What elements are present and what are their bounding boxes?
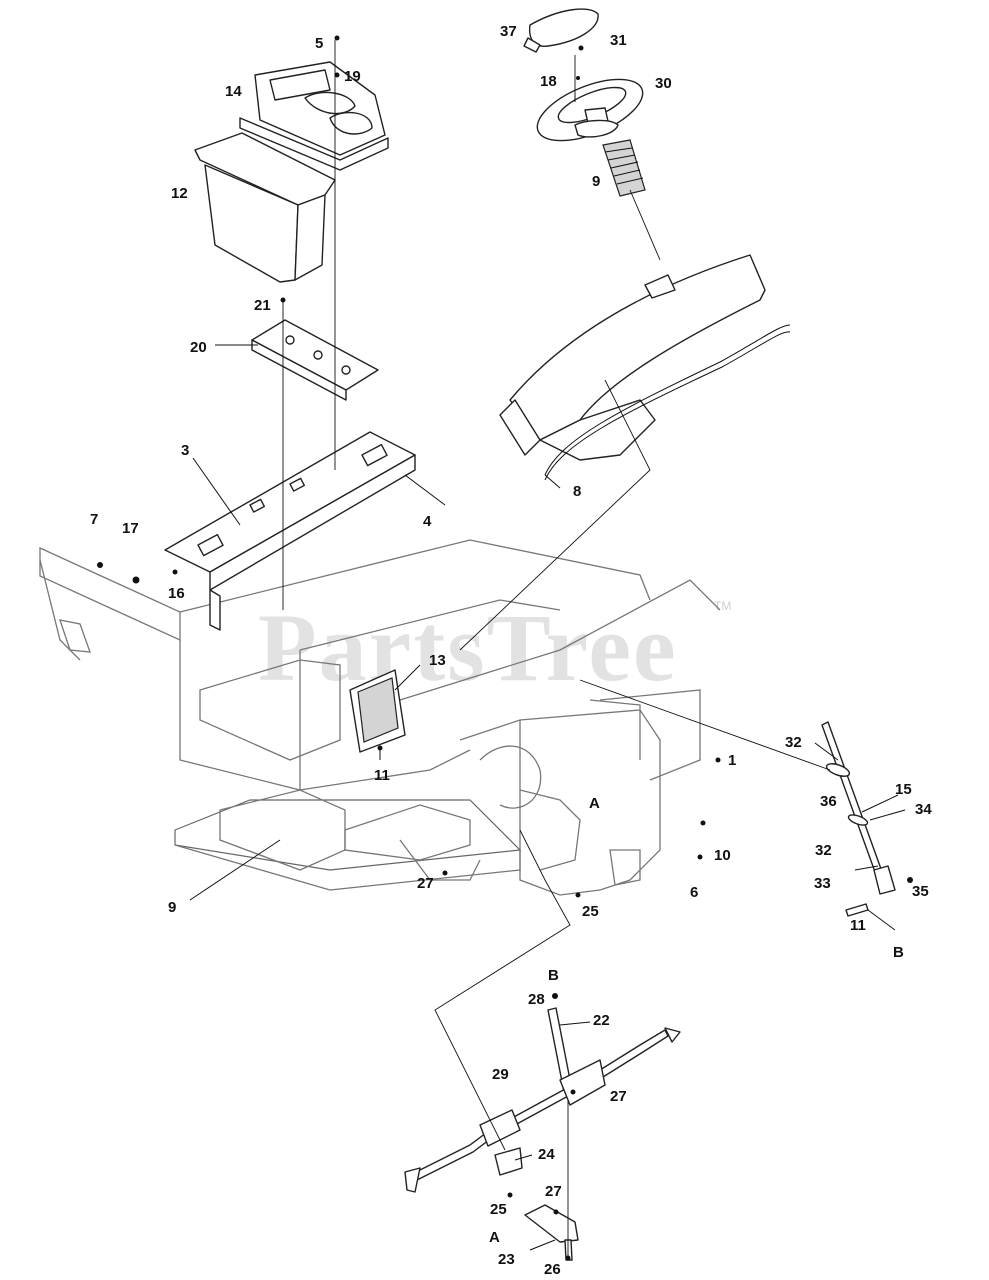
callout-27-bracket: 27 <box>545 1183 562 1200</box>
callout-32-mid: 32 <box>815 842 832 859</box>
callout-26: 26 <box>544 1261 561 1278</box>
callout-12: 12 <box>171 185 188 202</box>
callout-33: 33 <box>814 875 831 892</box>
callout-5: 5 <box>315 35 323 52</box>
ref-a-rack: A <box>489 1229 500 1246</box>
steering-boot <box>602 139 646 197</box>
callout-8: 8 <box>573 483 581 500</box>
callout-15: 15 <box>895 781 912 798</box>
callout-27-frame: 27 <box>417 875 434 892</box>
access-cover-plate <box>349 669 406 753</box>
callout-25-frame: 25 <box>582 903 599 920</box>
callout-14: 14 <box>225 83 242 100</box>
callout-7: 7 <box>90 511 98 528</box>
callout-6: 6 <box>690 884 698 901</box>
callout-18: 18 <box>540 73 557 90</box>
callout-35: 35 <box>912 883 929 900</box>
assembly-lines <box>282 40 896 1260</box>
callout-24: 24 <box>538 1146 555 1163</box>
watermark: PartsTree TM <box>258 594 731 701</box>
callout-labels: 5 19 14 12 21 20 3 4 7 17 16 37 31 18 30… <box>90 23 932 1278</box>
cup-holder-tray <box>239 61 389 171</box>
callout-30: 30 <box>655 75 672 92</box>
callout-23: 23 <box>498 1251 515 1268</box>
callout-37: 37 <box>500 23 517 40</box>
callout-9-boot: 9 <box>592 173 600 190</box>
ref-b-shaft: B <box>893 944 904 961</box>
callout-25-rack: 25 <box>490 1201 507 1218</box>
callout-19: 19 <box>344 68 361 85</box>
callout-31: 31 <box>610 32 627 49</box>
callout-27-rack: 27 <box>610 1088 627 1105</box>
steering-rack-assembly <box>404 1007 681 1261</box>
callout-4: 4 <box>423 513 432 530</box>
console-panel <box>164 431 416 631</box>
callout-22: 22 <box>593 1012 610 1029</box>
callout-28: 28 <box>528 991 545 1008</box>
callout-17: 17 <box>122 520 139 537</box>
leader-lines <box>189 93 906 1251</box>
dash-shroud <box>499 254 791 481</box>
watermark-brand: PartsTree <box>258 594 678 701</box>
steering-shaft-assembly <box>821 721 896 917</box>
steering-cap <box>523 8 599 53</box>
callout-9-floor: 9 <box>168 899 176 916</box>
ref-a-frame: A <box>589 795 600 812</box>
callout-11-shaft: 11 <box>850 917 866 934</box>
callout-21: 21 <box>254 297 271 314</box>
callout-16: 16 <box>168 585 185 602</box>
callout-32-top: 32 <box>785 734 802 751</box>
callout-1: 1 <box>728 752 736 769</box>
callout-3: 3 <box>181 442 189 459</box>
mounting-plate <box>251 319 379 401</box>
callout-34: 34 <box>915 801 932 818</box>
ref-b-rack: B <box>548 967 559 984</box>
callout-36: 36 <box>820 793 837 810</box>
callout-29: 29 <box>492 1066 509 1083</box>
steering-wheel <box>536 78 644 142</box>
watermark-trademark: TM <box>714 599 731 613</box>
callout-13: 13 <box>429 652 446 669</box>
storage-bin <box>194 132 336 283</box>
callout-11-frame: 11 <box>374 767 390 784</box>
callout-10: 10 <box>714 847 731 864</box>
callout-20: 20 <box>190 339 207 356</box>
hardware-dots <box>97 35 913 1261</box>
